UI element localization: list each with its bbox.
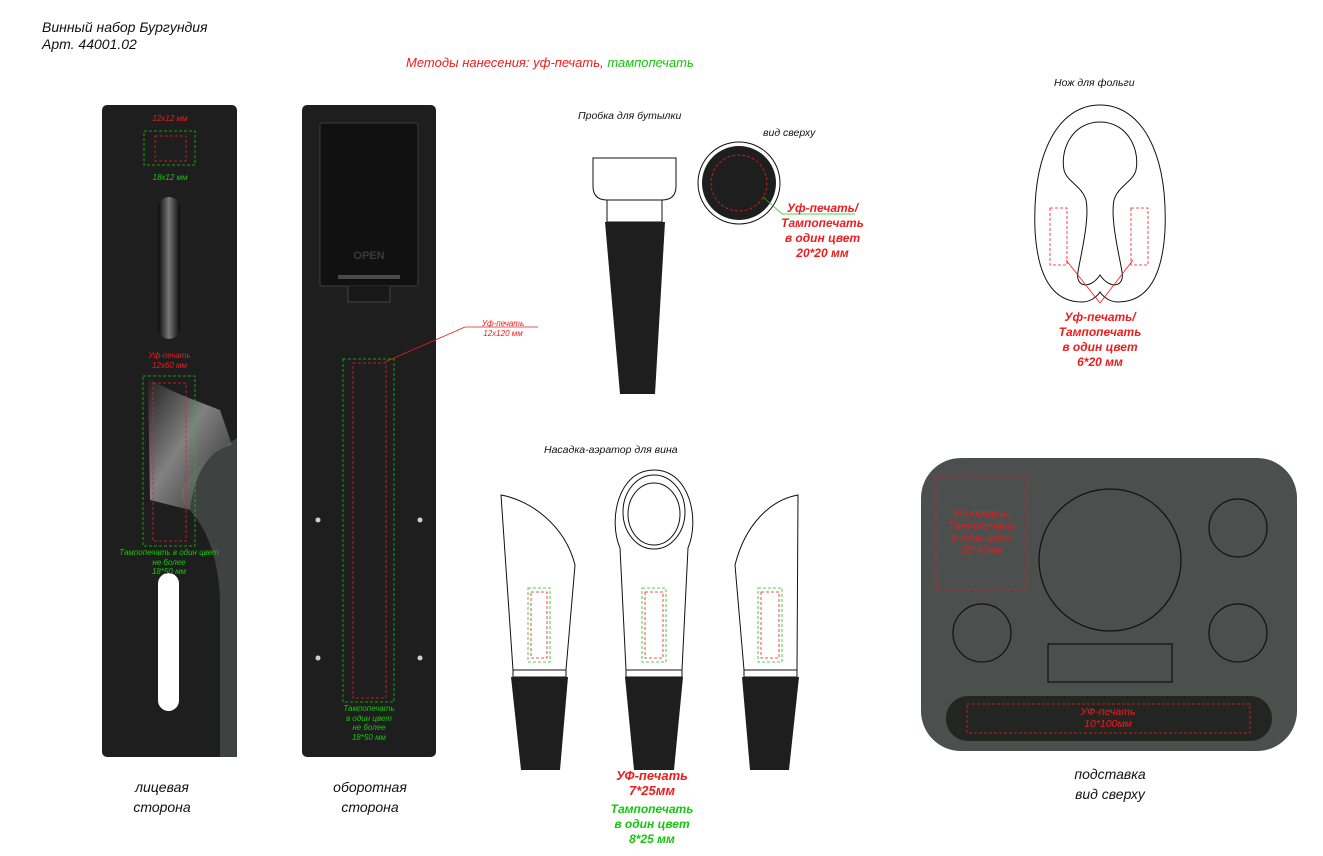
back-panel (302, 105, 538, 757)
front-top-pad-label: 18x12 мм (152, 173, 188, 182)
screw-dot (315, 655, 321, 661)
aerator-left (500, 494, 576, 770)
stand-corner-print-area (935, 476, 1028, 591)
article-number: Арт. 44001.02 (42, 36, 137, 52)
screw-dot (417, 517, 423, 523)
aerator-print-area (760, 591, 780, 659)
open-label: OPEN (353, 250, 385, 262)
back-callout-line (384, 326, 466, 363)
back-pad-area (342, 358, 395, 703)
front-panel (102, 105, 237, 757)
foil-knife (1034, 104, 1166, 304)
back-pad-label: Тампопечать в один цвет не более 18*50 м… (343, 704, 395, 742)
methods-pad: тампопечать (607, 55, 694, 70)
document-title: Винный набор Бургундия Арт. 44001.02 (42, 19, 208, 53)
front-uv-area (152, 382, 187, 542)
front-mid-uv-label: Уф-печать 12x60 мм (148, 351, 191, 370)
stand-bottom-print-area (966, 703, 1251, 734)
aerator-uv-note: УФ-печать 7*25мм (616, 768, 688, 798)
front-top-uv-label: 12x12 мм (152, 114, 188, 123)
product-name: Винный набор Бургундия (42, 19, 208, 35)
back-uv-area (352, 362, 387, 699)
front-slot (158, 197, 180, 339)
aerator-right (734, 494, 799, 770)
cork-print-area (710, 154, 768, 212)
front-caption: лицевая сторона (133, 779, 191, 815)
front-ribbon (148, 378, 232, 510)
back-uv-callout: Уф-печать 12x120 мм (481, 319, 525, 338)
stand-caption: подставка вид сверху (1074, 766, 1146, 802)
back-caption: оборотная сторона (333, 779, 407, 815)
aerator-print-area (530, 591, 548, 659)
screw-dot (417, 655, 423, 661)
front-pad-area-top (143, 130, 196, 166)
aerator-center (614, 469, 694, 770)
cork-top-view (697, 141, 855, 225)
cork-print-note: Уф-печать/ Тампопечать в один цвет 20*20… (781, 201, 864, 260)
knife-print-area-right (1130, 207, 1149, 266)
cork-title: Пробка для бутылки (578, 110, 682, 122)
knife-print-note: Уф-печать/ Тампопечать в один цвет 6*20 … (1058, 310, 1142, 369)
stand-bottom-note: УФ-печать 10*100мм (1080, 706, 1136, 730)
stand-corner-note: УФ-печать, Тампопечать в один цвет 20*40… (948, 508, 1016, 556)
stand-top-view (921, 458, 1297, 751)
knife-print-area-left (1049, 207, 1068, 266)
aerator-title: Насадка-аэратор для вина (544, 444, 678, 456)
front-pad-label: Тампопечать в один цвет не более 18*50 м… (119, 548, 219, 576)
cork-side-view (592, 157, 677, 394)
knife-title: Нож для фольги (1054, 77, 1135, 89)
aerator-print-area (644, 591, 664, 659)
screw-dot (315, 517, 321, 523)
methods-prefix: Методы нанесения: уф-печать, (406, 55, 604, 70)
front-pad-area (142, 375, 196, 547)
front-white-slot (158, 573, 179, 711)
aerator-pad-note: Тампопечать в один цвет 8*25 мм (610, 802, 694, 846)
methods-line: Методы нанесения: уф-печать, тампопечать (406, 55, 694, 70)
front-uv-area-top (154, 135, 187, 162)
cork-top-view-label: вид сверху (763, 127, 816, 139)
